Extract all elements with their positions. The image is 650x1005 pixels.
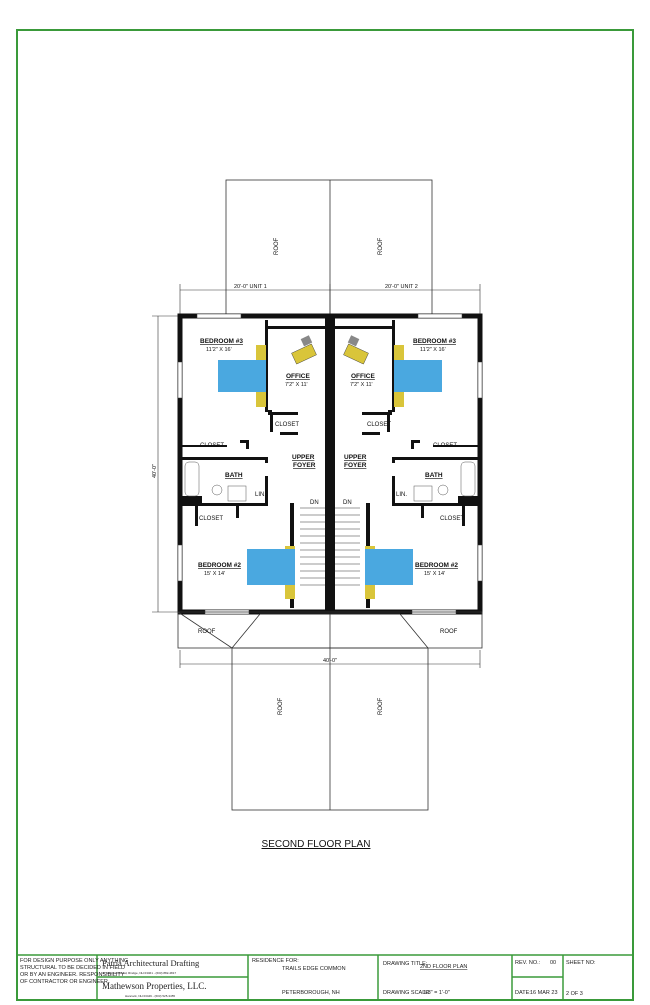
closet-label: CLOSET — [433, 443, 457, 449]
room-name-bath: BATH — [225, 472, 243, 479]
foyer-label-line2: FOYER — [293, 462, 316, 469]
closet-label: CLOSET — [367, 422, 391, 428]
furniture-unit-2 — [343, 335, 442, 599]
room-size-office: 7'2" X 11' — [350, 382, 373, 388]
linen-label: LIN. — [396, 492, 407, 498]
roof-label: ROOF — [378, 697, 384, 715]
depth-dimension-line — [152, 315, 180, 613]
unit2-width-dimension: 20'-0" UNIT 2 — [385, 284, 418, 290]
room-size-bedroom2: 15' X 14' — [424, 571, 445, 577]
disclaimer: FOR DESIGN PURPOSE ONLY ANYTHING STRUCTU… — [20, 958, 130, 985]
drawing-scale: 1/8" = 1'-0" — [423, 990, 450, 996]
room-size-bedroom3: 11'2" X 16' — [420, 347, 446, 353]
room-name-bedroom2: BEDROOM #2 — [198, 562, 241, 569]
owner-name: Mathewson Properties, LLC. — [102, 981, 206, 991]
foyer-label-line1: UPPER — [292, 454, 315, 461]
roof-label: ROOF — [198, 629, 216, 635]
owner-address: Hancock, NH 03449 - (603) 525-3455 — [125, 994, 175, 998]
linen-label: LIN. — [255, 492, 266, 498]
closet-label: CLOSET — [440, 516, 464, 522]
room-name-office: OFFICE — [351, 373, 375, 380]
roof-label: ROOF — [274, 237, 280, 255]
roof-label: ROOF — [440, 629, 458, 635]
furniture-unit-1 — [218, 335, 317, 599]
rev-label: REV. NO.: — [515, 960, 541, 966]
overall-width-dimension: 40'-0" — [323, 658, 337, 664]
date-label: DATE: — [515, 990, 531, 996]
residence-location: PETERBOROUGH, NH — [282, 990, 340, 996]
foyer-label-line2: FOYER — [344, 462, 367, 469]
lower-roof — [177, 611, 483, 811]
room-name-office: OFFICE — [286, 373, 310, 380]
upper-roof — [225, 179, 433, 317]
drawing-title: 2ND FLOOR PLAN — [420, 964, 467, 970]
date-value: 16 MAR 23 — [530, 990, 558, 996]
rev-number: 00 — [550, 960, 556, 966]
closet-label: CLOSET — [275, 422, 299, 428]
residence-name: TRAILS EDGE COMMON — [282, 966, 346, 972]
room-name-bedroom3: BEDROOM #3 — [413, 338, 456, 345]
stairs — [300, 507, 361, 586]
drawing-scale-label: DRAWING SCALE: — [383, 990, 431, 996]
unit1-width-dimension: 20'-0" UNIT 1 — [234, 284, 267, 290]
drafter-name: Patria Architectural Drafting — [102, 958, 200, 968]
room-size-office: 7'2" X 11' — [285, 382, 308, 388]
bottom-dimension-line — [179, 650, 481, 668]
stairs-down-label: DN — [310, 500, 319, 506]
room-size-bedroom3: 11'2" X 16' — [206, 347, 232, 353]
room-name-bath: BATH — [425, 472, 443, 479]
depth-dimension: 40'-0" — [152, 464, 158, 478]
top-dimension-lines — [179, 284, 481, 318]
room-name-bedroom2: BEDROOM #2 — [415, 562, 458, 569]
drafter-address: 40 Mountain Road, Rindge, NH 03461 - (60… — [102, 971, 176, 975]
roof-label: ROOF — [278, 697, 284, 715]
room-size-bedroom2: 15' X 14' — [204, 571, 225, 577]
building-walls — [177, 313, 483, 615]
sheet-label: SHEET NO: — [566, 960, 596, 966]
drawing-title-label: DRAWING TITLE: — [383, 961, 428, 967]
residence-label: RESIDENCE FOR: — [252, 958, 299, 964]
stairs-down-label: DN — [343, 500, 352, 506]
closet-label: CLOSET — [199, 516, 223, 522]
bath-fixtures — [184, 461, 476, 502]
closet-label: CLOSET — [200, 443, 224, 449]
foyer-label-line1: UPPER — [344, 454, 367, 461]
sheet-number: 2 OF 3 — [566, 991, 583, 997]
roof-label: ROOF — [378, 237, 384, 255]
plan-title: SECOND FLOOR PLAN — [262, 839, 371, 850]
room-name-bedroom3: BEDROOM #3 — [200, 338, 243, 345]
title-block — [16, 954, 634, 1001]
